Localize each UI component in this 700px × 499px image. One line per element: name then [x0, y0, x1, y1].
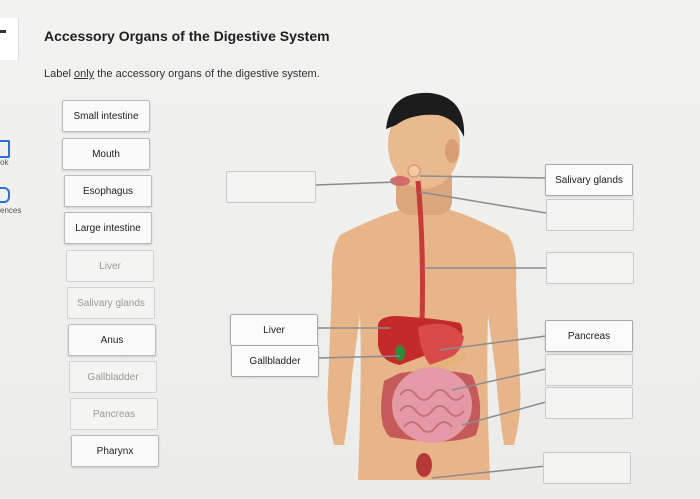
- bank-label-salivary-glands[interactable]: Salivary glands: [67, 287, 155, 319]
- bank-label-mouth[interactable]: Mouth: [62, 138, 150, 170]
- drop-target-gallbladder[interactable]: Gallbladder: [231, 345, 319, 377]
- rectum-shape: [416, 453, 432, 477]
- sidebar-tab[interactable]: [0, 18, 19, 60]
- instruction-emphasis: only: [73, 68, 95, 80]
- drop-target-liver[interactable]: Liver: [230, 314, 318, 346]
- esophagus-shape: [415, 180, 425, 326]
- hair-shape: [386, 92, 465, 137]
- drop-target-anus[interactable]: [543, 452, 631, 484]
- drop-target-mouth[interactable]: [226, 171, 316, 203]
- mouth-shape: [390, 176, 410, 186]
- intestine-folds: [399, 389, 465, 433]
- bank-label-esophagus[interactable]: Esophagus: [64, 175, 152, 207]
- bank-label-small-intestine[interactable]: Small intestine: [62, 100, 150, 132]
- instruction-text: Label only the accessory organs of the d…: [44, 68, 320, 80]
- head-shape: [388, 101, 460, 189]
- book-icon[interactable]: [0, 140, 10, 158]
- drop-target-large-intestine[interactable]: [545, 354, 633, 386]
- left-sidebar: ok ences: [0, 0, 24, 499]
- drop-target-pancreas[interactable]: Pancreas: [545, 320, 633, 352]
- ear-shape: [445, 139, 459, 163]
- bank-label-large-intestine[interactable]: Large intestine: [64, 212, 152, 244]
- drop-target-pharynx[interactable]: [546, 199, 634, 231]
- drop-target-salivary-glands[interactable]: Salivary glands: [545, 164, 633, 196]
- bank-label-pancreas[interactable]: Pancreas: [70, 398, 158, 430]
- bank-label-anus[interactable]: Anus: [68, 324, 156, 356]
- menu-icon[interactable]: [0, 30, 6, 33]
- bank-label-gallbladder[interactable]: Gallbladder: [69, 361, 157, 393]
- salivary-gland-shape: [407, 164, 421, 178]
- gallbladder-shape: [395, 345, 405, 361]
- drop-target-esophagus[interactable]: [546, 252, 634, 284]
- digestive-system-figure: [327, 92, 521, 480]
- bank-label-pharynx[interactable]: Pharynx: [71, 435, 159, 467]
- drop-target-small-intestine[interactable]: [545, 387, 633, 419]
- page-title: Accessory Organs of the Digestive System: [44, 28, 330, 44]
- instruction-suffix: the accessory organs of the digestive sy…: [94, 68, 320, 80]
- references-icon[interactable]: [0, 187, 10, 203]
- instruction-prefix: Label: [44, 68, 74, 80]
- sidebar-item-ebook-label[interactable]: ok: [0, 158, 9, 167]
- sidebar-item-references-label[interactable]: ences: [0, 206, 22, 215]
- bank-label-liver[interactable]: Liver: [66, 250, 154, 282]
